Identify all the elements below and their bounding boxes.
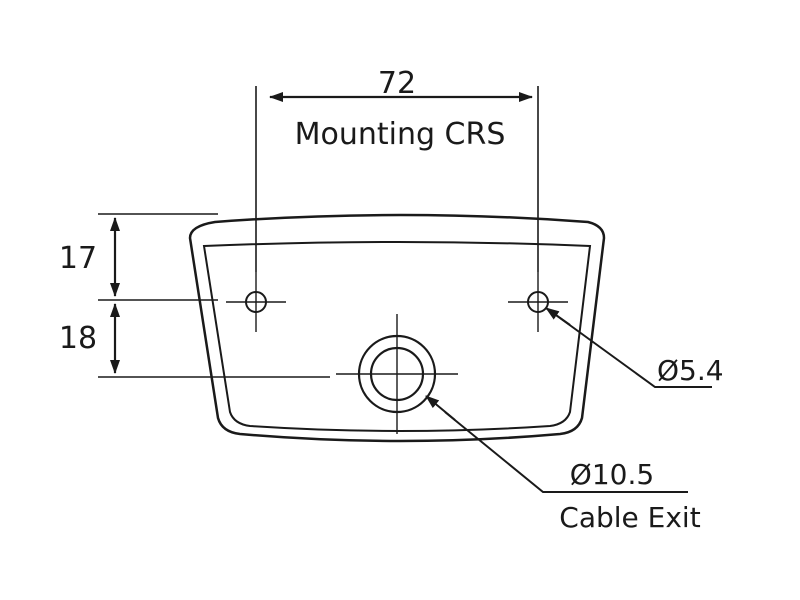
width-label: Mounting CRS (295, 117, 506, 152)
housing-body (188, 213, 606, 443)
height-top-value: 17 (59, 241, 97, 276)
width-value: 72 (378, 66, 416, 101)
cable-diameter-leader (425, 395, 688, 493)
hole-diameter-leader (545, 307, 712, 388)
hole-diameter-label: Ø5.4 (657, 354, 724, 387)
height-bottom-value: 18 (59, 321, 97, 356)
left-mounting-hole (226, 272, 286, 332)
height-extension-lines (98, 213, 330, 378)
cable-exit-label: Cable Exit (559, 501, 700, 534)
cable-exit-hole (336, 314, 458, 434)
cable-diameter-label: Ø10.5 (570, 458, 654, 491)
width-extension-lines (255, 86, 539, 272)
right-mounting-hole (508, 272, 568, 332)
